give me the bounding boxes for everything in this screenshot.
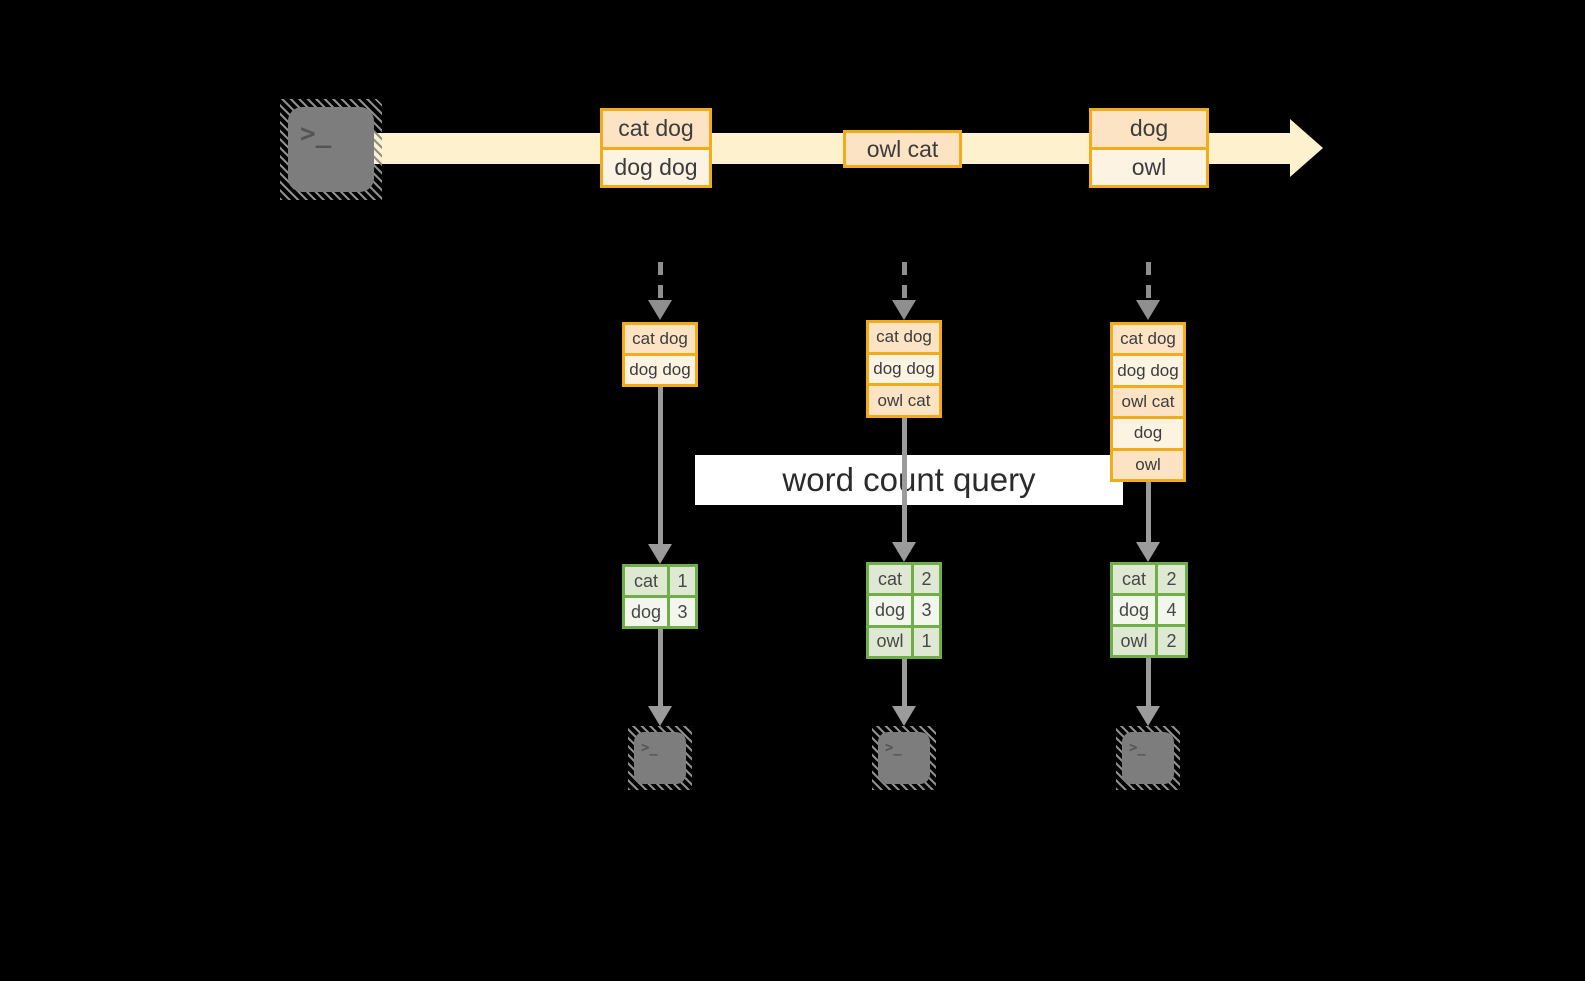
buffer-box-1: cat dog dog dog xyxy=(622,322,698,387)
count-word: owl xyxy=(869,627,911,656)
count-table-3: cat 2 dog 4 owl 2 xyxy=(1110,562,1188,658)
terminal-prompt-glyph: >_ xyxy=(1129,740,1146,756)
count-word: cat xyxy=(625,567,667,595)
dashed-arrowhead-icon xyxy=(1136,300,1160,320)
buffer-cell: dog dog xyxy=(869,354,939,384)
buffer-cell: dog dog xyxy=(1113,356,1183,385)
terminal-glyph-icon: >_ xyxy=(878,732,930,784)
count-value: 2 xyxy=(1158,627,1185,655)
terminal-glyph-icon: >_ xyxy=(1122,732,1174,784)
message-cell: dog dog xyxy=(603,149,709,185)
terminal-source-icon: >_ xyxy=(280,99,382,200)
count-value: 4 xyxy=(1158,596,1185,624)
dashed-arrow-stem xyxy=(658,262,663,300)
flow-arrowhead-icon xyxy=(892,706,916,726)
terminal-sink-icon: >_ xyxy=(628,726,692,790)
flow-arrowhead-icon xyxy=(892,542,916,562)
count-value: 3 xyxy=(670,598,695,626)
flow-arrowhead-icon xyxy=(648,544,672,564)
count-word: cat xyxy=(869,565,911,594)
terminal-prompt-glyph: >_ xyxy=(641,740,658,756)
stream-batch-1: cat dog dog dog xyxy=(600,108,712,188)
count-word: dog xyxy=(1113,596,1155,624)
stream-arrowhead-icon xyxy=(1290,119,1323,177)
count-table-2: cat 2 dog 3 owl 1 xyxy=(866,562,942,659)
buffer-cell: cat dog xyxy=(625,325,695,353)
message-cell: owl xyxy=(1092,149,1206,185)
flow-arrow-stem xyxy=(1146,482,1151,542)
buffer-cell: cat dog xyxy=(1113,325,1183,354)
message-cell: dog xyxy=(1092,111,1206,147)
count-value: 2 xyxy=(1158,565,1185,593)
flow-arrow-stem xyxy=(658,629,663,706)
buffer-cell: dog dog xyxy=(625,356,695,384)
count-word: owl xyxy=(1113,627,1155,655)
banner-label: word count query xyxy=(782,461,1036,498)
count-table-1: cat 1 dog 3 xyxy=(622,564,698,629)
dashed-arrow-stem xyxy=(902,262,907,300)
count-word: dog xyxy=(869,596,911,625)
terminal-prompt-glyph: >_ xyxy=(885,740,902,756)
flow-arrow-stem xyxy=(902,418,907,542)
count-value: 2 xyxy=(914,565,939,594)
flow-arrow-stem xyxy=(1146,658,1151,706)
word-count-query-banner: word count query xyxy=(695,455,1123,505)
count-word: cat xyxy=(1113,565,1155,593)
count-value: 1 xyxy=(914,627,939,656)
count-value: 3 xyxy=(914,596,939,625)
count-word: dog xyxy=(625,598,667,626)
message-cell: cat dog xyxy=(603,111,709,147)
buffer-cell: owl xyxy=(1113,450,1183,480)
terminal-prompt-glyph: >_ xyxy=(300,119,332,149)
flow-arrowhead-icon xyxy=(1136,706,1160,726)
dashed-arrowhead-icon xyxy=(648,300,672,320)
dashed-arrowhead-icon xyxy=(892,300,916,320)
terminal-glyph-icon: >_ xyxy=(288,107,374,192)
flow-arrow-stem xyxy=(658,387,663,544)
flow-arrow-stem xyxy=(902,658,907,706)
buffer-cell: dog xyxy=(1113,419,1183,448)
buffer-box-3: cat dog dog dog owl cat dog owl xyxy=(1110,322,1186,482)
dashed-arrow-stem xyxy=(1146,262,1151,300)
flow-arrowhead-icon xyxy=(648,706,672,726)
buffer-cell: cat dog xyxy=(869,323,939,352)
flow-arrowhead-icon xyxy=(1136,542,1160,562)
buffer-box-2: cat dog dog dog owl cat xyxy=(866,320,942,418)
stream-batch-3: dog owl xyxy=(1089,108,1209,188)
buffer-cell: owl cat xyxy=(869,386,939,416)
message-cell: owl cat xyxy=(846,133,959,165)
terminal-glyph-icon: >_ xyxy=(634,732,686,784)
terminal-sink-icon: >_ xyxy=(872,726,936,790)
count-value: 1 xyxy=(670,567,695,595)
terminal-sink-icon: >_ xyxy=(1116,726,1180,790)
buffer-cell: owl cat xyxy=(1113,387,1183,417)
stream-batch-2: owl cat xyxy=(843,130,962,168)
